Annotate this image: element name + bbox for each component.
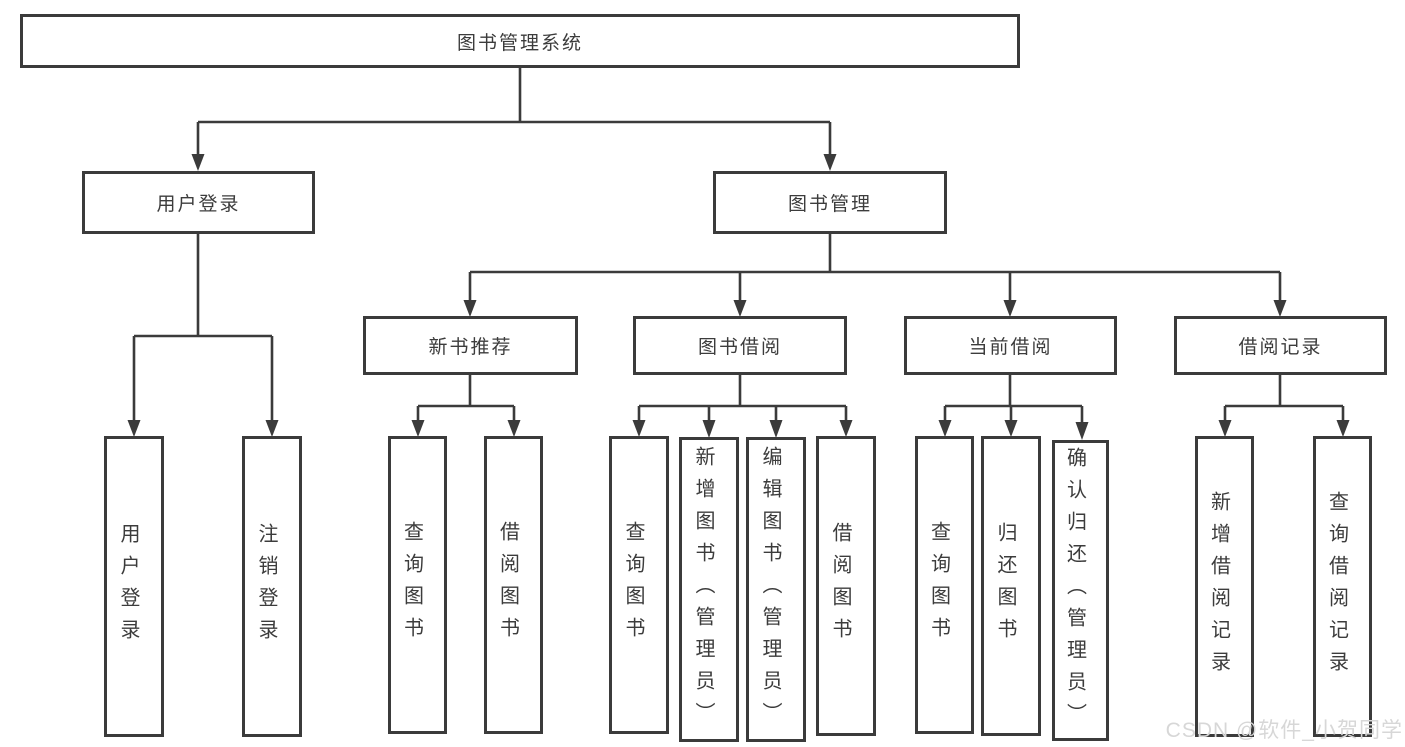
leaf-label: 注销登录: [255, 522, 277, 651]
node-label: 图书管理系统: [456, 32, 583, 54]
node-book-borrowing: 图书借阅: [633, 316, 847, 375]
node-library-management-system: 图书管理系统: [20, 14, 1020, 68]
leaf-edit-books-admin: 编辑图书（管理员）: [746, 437, 806, 742]
node-user-login: 用户登录: [82, 171, 315, 234]
leaf-add-books-admin: 新增图书（管理员）: [679, 437, 739, 742]
node-current-borrowing: 当前借阅: [904, 316, 1117, 375]
leaf-borrowing-borrow-books: 借阅图书: [816, 436, 876, 736]
node-borrowing-records: 借阅记录: [1174, 316, 1387, 375]
node-book-management: 图书管理: [713, 171, 947, 234]
leaf-logout: 注销登录: [242, 436, 302, 737]
leaf-label: 编辑图书（管理员）: [759, 445, 781, 734]
leaf-label: 查询图书: [622, 521, 644, 649]
leaf-label: 新增借阅记录: [1207, 490, 1230, 683]
node-label: 借阅记录: [1238, 337, 1323, 358]
node-new-book-recommend: 新书推荐: [363, 316, 578, 375]
leaf-borrowing-query-books: 查询图书: [609, 436, 669, 734]
leaf-return-books: 归还图书: [981, 436, 1041, 736]
leaf-current-query-books: 查询图书: [915, 436, 974, 734]
node-label: 图书管理: [787, 194, 872, 215]
leaf-confirm-return-admin: 确认归还（管理员）: [1052, 440, 1109, 741]
leaf-label: 查询图书: [927, 521, 950, 649]
leaf-label: 借阅图书: [496, 521, 519, 649]
leaf-recommend-query-books: 查询图书: [388, 436, 447, 734]
csdn-watermark: CSDN @软件_小贺同学: [1165, 719, 1403, 742]
node-label: 当前借阅: [968, 337, 1053, 358]
leaf-label: 查询图书: [400, 521, 423, 649]
leaf-recommend-borrow-books: 借阅图书: [484, 436, 543, 734]
node-label: 用户登录: [156, 194, 241, 215]
node-label: 图书借阅: [697, 337, 782, 358]
leaf-label: 用户登录: [117, 522, 139, 651]
leaf-query-borrow-record: 查询借阅记录: [1313, 436, 1372, 737]
node-label: 新书推荐: [428, 337, 513, 358]
leaf-label: 新增图书（管理员）: [692, 445, 714, 734]
leaf-label: 借阅图书: [829, 522, 851, 650]
leaf-label: 确认归还（管理员）: [1063, 446, 1086, 735]
leaf-label: 归还图书: [994, 522, 1016, 650]
leaf-add-borrow-record: 新增借阅记录: [1195, 436, 1254, 737]
leaf-label: 查询借阅记录: [1325, 490, 1348, 683]
leaf-user-login: 用户登录: [104, 436, 164, 737]
